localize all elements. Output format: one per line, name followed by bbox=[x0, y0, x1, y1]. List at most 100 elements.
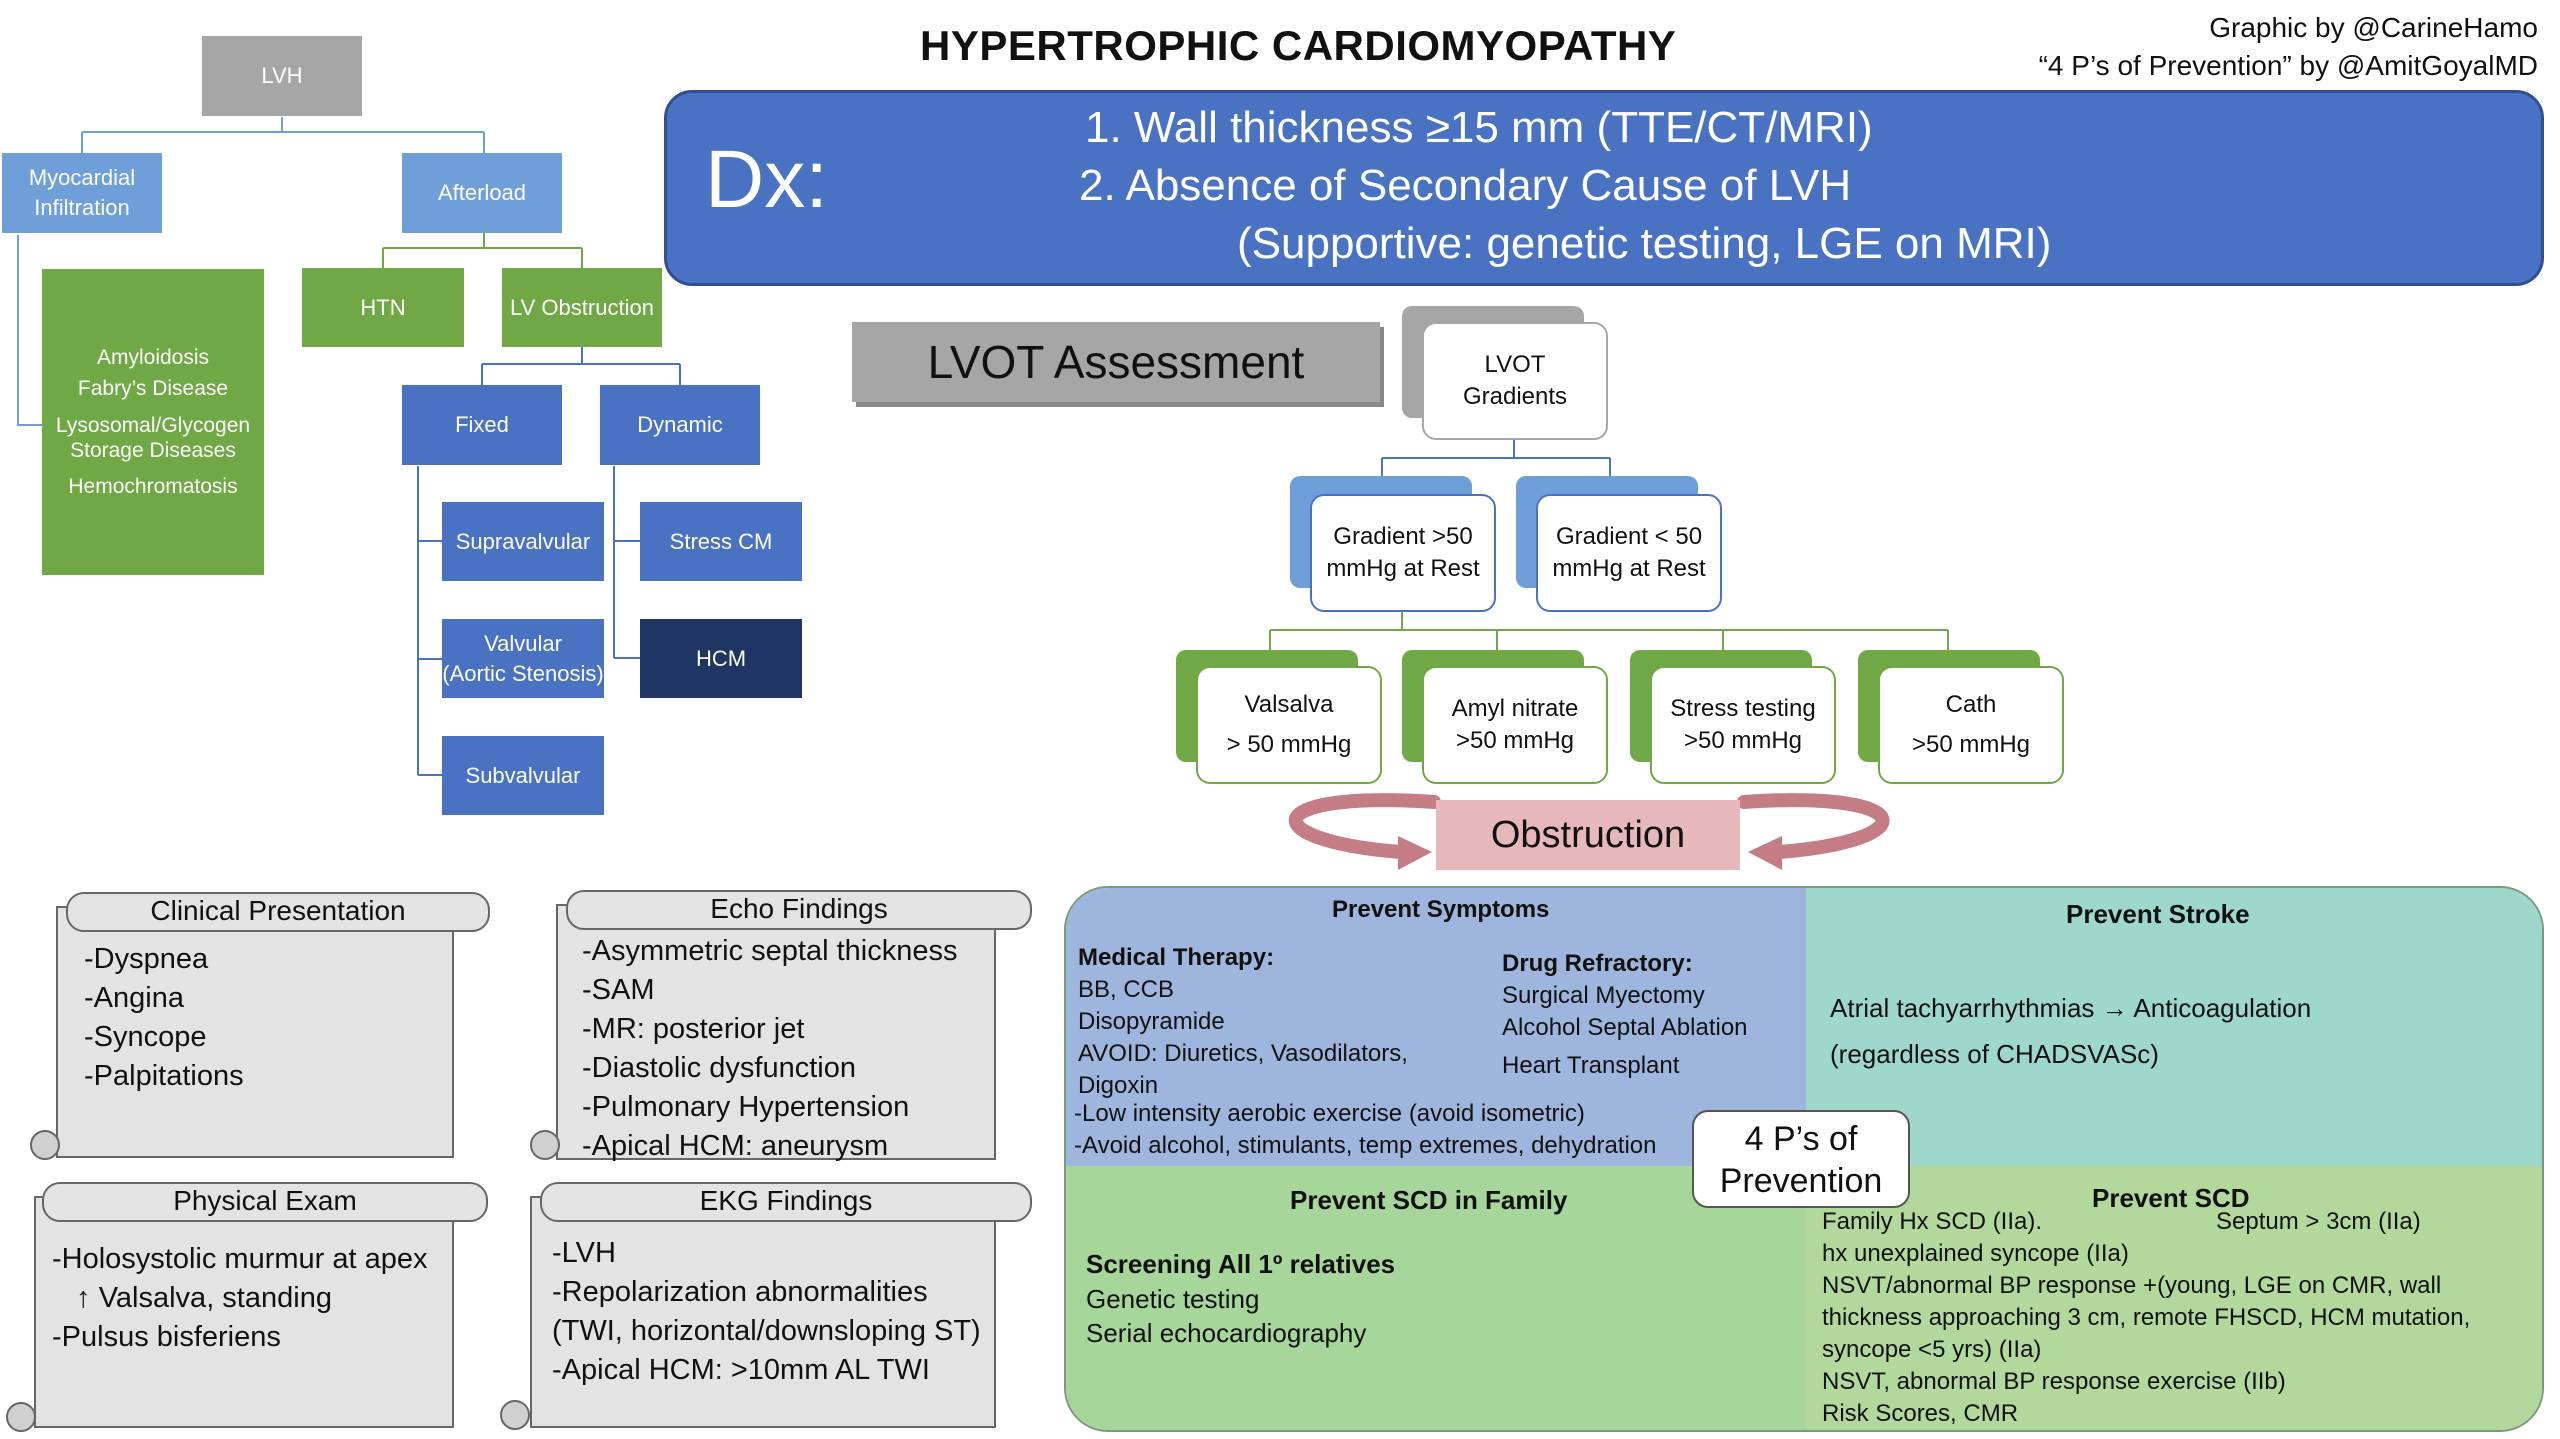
prevent-stroke-title: Prevent Stroke bbox=[2066, 899, 2250, 929]
gradient-low-line1: Gradient < 50 bbox=[1555, 522, 1703, 550]
subvalvular-node: Subvalvular bbox=[442, 736, 604, 815]
physical-scroll-body bbox=[34, 1196, 454, 1428]
list-item: -Diastolic dysfunction bbox=[582, 1052, 856, 1084]
hcm-node: HCM bbox=[640, 619, 802, 698]
prevent-scd-title: Prevent SCD bbox=[2092, 1183, 2250, 1213]
list-item: thickness approaching 3 cm, remote FHSCD… bbox=[1822, 1304, 2471, 1331]
list-item: Heart Transplant bbox=[1502, 1052, 1680, 1079]
list-item: Disopyramide bbox=[1078, 1008, 1225, 1035]
gradient-high-line2: mmHg at Rest bbox=[1326, 555, 1480, 582]
gradient-low-node: Gradient < 50 mmHg at Rest bbox=[1536, 494, 1722, 612]
list-item: Genetic testing bbox=[1086, 1284, 1260, 1314]
scroll-curl bbox=[500, 1400, 530, 1430]
list-item: -Asymmetric septal thickness bbox=[582, 935, 958, 967]
infiltration-item: Amyloidosis bbox=[96, 345, 210, 369]
ekg-list: -LVH -Repolarization abnormalities (TWI,… bbox=[552, 1234, 981, 1390]
dx-supportive: (Supportive: genetic testing, LGE on MRI… bbox=[1237, 219, 2052, 268]
list-item: -Pulsus bisferiens bbox=[52, 1321, 281, 1353]
list-item: -MR: posterior jet bbox=[582, 1013, 805, 1045]
list-item: -Pulmonary Hypertension bbox=[582, 1091, 910, 1123]
prevent-scd-family-quadrant bbox=[1066, 1166, 1806, 1430]
lvot-assessment-banner: LVOT Assessment bbox=[852, 322, 1380, 402]
cath-test-node: Cath >50 mmHg bbox=[1878, 666, 2064, 784]
physical-list: -Holosystolic murmur at apex ↑ Valsalva,… bbox=[52, 1240, 428, 1357]
scd-family-hx: Family Hx SCD (IIa). bbox=[1822, 1208, 2043, 1235]
infiltration-item: Lysosomal/Glycogen bbox=[55, 413, 251, 437]
infiltration-item: Storage Diseases bbox=[70, 438, 236, 462]
test-line2: >50 mmHg bbox=[1455, 727, 1575, 754]
list-item: -Low intensity aerobic exercise (avoid i… bbox=[1074, 1100, 1585, 1127]
lvot-gradients-node: LVOT Gradients bbox=[1422, 322, 1608, 440]
scroll-curl bbox=[530, 1130, 560, 1160]
prevent-scd-family-title: Prevent SCD in Family bbox=[1290, 1185, 1568, 1215]
lvot-gradients-line2: Gradients bbox=[1462, 383, 1568, 410]
test-line2: >50 mmHg bbox=[1683, 727, 1803, 754]
stroke-line1: Atrial tachyarrhythmias → Anticoagulatio… bbox=[1830, 993, 2312, 1023]
list-item: -Apical HCM: >10mm AL TWI bbox=[552, 1354, 930, 1386]
valvular-node: Valvular (Aortic Stenosis) bbox=[442, 619, 604, 698]
htn-node: HTN bbox=[302, 268, 464, 347]
echo-findings-title: Echo Findings bbox=[566, 890, 1032, 930]
test-line1: Amyl nitrate bbox=[1451, 694, 1579, 722]
myocardial-line1: Myocardial bbox=[28, 165, 136, 191]
gradient-high-line1: Gradient >50 bbox=[1333, 522, 1473, 550]
dynamic-node: Dynamic bbox=[600, 385, 760, 465]
lv-obstruction-node: LV Obstruction bbox=[502, 268, 662, 347]
stress-cm-node: Stress CM bbox=[640, 502, 802, 581]
fixed-node: Fixed bbox=[402, 385, 562, 465]
list-item: Serial echocardiography bbox=[1086, 1318, 1367, 1348]
afterload-node: Afterload bbox=[402, 153, 562, 233]
page-title: HYPERTROPHIC CARDIOMYOPATHY bbox=[920, 22, 1677, 69]
prevent-symptoms-title: Prevent Symptoms bbox=[1332, 896, 1550, 923]
prevent-symptoms-quadrant bbox=[1066, 888, 1806, 1166]
test-line2: > 50 mmHg bbox=[1226, 731, 1352, 758]
infiltration-list: Amyloidosis Fabry’s Disease Lysosomal/Gl… bbox=[42, 269, 264, 575]
clinical-list: -Dyspnea -Angina -Syncope -Palpitations bbox=[84, 940, 244, 1096]
scd-septum: Septum > 3cm (IIa) bbox=[2216, 1208, 2421, 1235]
test-line1: Stress testing bbox=[1670, 694, 1816, 722]
list-item: -Avoid alcohol, stimulants, temp extreme… bbox=[1074, 1132, 1657, 1159]
valvular-line2: (Aortic Stenosis) bbox=[442, 660, 604, 686]
prevent-scd-quadrant bbox=[1806, 1166, 2542, 1430]
list-item: hx unexplained syncope (IIa) bbox=[1822, 1240, 2129, 1267]
echo-scroll-body bbox=[556, 904, 996, 1160]
four-ps-center-label: 4 P’s of Prevention bbox=[1692, 1110, 1910, 1208]
list-item: Surgical Myectomy bbox=[1502, 982, 1705, 1009]
stroke-line2: (regardless of CHADSVASc) bbox=[1830, 1039, 2159, 1069]
four-ps-line1: 4 P’s of bbox=[1744, 1120, 1858, 1158]
list-item: -Holosystolic murmur at apex bbox=[52, 1243, 428, 1275]
echo-list: -Asymmetric septal thickness -SAM -MR: p… bbox=[582, 932, 958, 1166]
list-item: Alcohol Septal Ablation bbox=[1502, 1014, 1748, 1041]
lifestyle-list: -Low intensity aerobic exercise (avoid i… bbox=[1074, 1098, 1657, 1162]
drug-refractory-title: Drug Refractory: bbox=[1502, 950, 1693, 977]
family-list: Genetic testing Serial echocardiography bbox=[1086, 1282, 1366, 1350]
credit-prevention: “4 P’s of Prevention” by @AmitGoyalMD bbox=[2038, 50, 2538, 81]
list-item: -Dyspnea bbox=[84, 943, 209, 975]
list-item: -Angina bbox=[84, 982, 184, 1014]
test-line1: Valsalva bbox=[1244, 690, 1334, 718]
credit-graphic: Graphic by @CarineHamo bbox=[2209, 12, 2538, 43]
drug-refractory-list: Surgical Myectomy Alcohol Septal Ablatio… bbox=[1502, 980, 1748, 1082]
clinical-presentation-title: Clinical Presentation bbox=[66, 892, 490, 932]
myocardial-infiltration-node: Myocardial Infiltration bbox=[2, 153, 162, 233]
list-item: Risk Scores, CMR bbox=[1822, 1400, 2019, 1427]
list-item: (TWI, horizontal/downsloping ST) bbox=[552, 1315, 981, 1347]
valsalva-test-node: Valsalva > 50 mmHg bbox=[1196, 666, 1382, 784]
prevention-grid bbox=[1064, 886, 2544, 1432]
list-item: -LVH bbox=[552, 1237, 616, 1269]
lvot-gradients-line1: LVOT bbox=[1484, 350, 1546, 378]
stress-testing-node: Stress testing >50 mmHg bbox=[1650, 666, 1836, 784]
scd-list: hx unexplained syncope (IIa) NSVT/abnorm… bbox=[1822, 1238, 2470, 1430]
valvular-line1: Valvular bbox=[484, 630, 562, 656]
gradient-low-line2: mmHg at Rest bbox=[1552, 555, 1706, 582]
lvh-root-node: LVH bbox=[202, 36, 362, 116]
list-item: -Palpitations bbox=[84, 1060, 244, 1092]
dx-criterion-2: 2. Absence of Secondary Cause of LVH bbox=[1079, 161, 1852, 210]
gradient-high-node: Gradient >50 mmHg at Rest bbox=[1310, 494, 1496, 612]
list-item: Digoxin bbox=[1078, 1072, 1159, 1099]
obstruction-label: Obstruction bbox=[1436, 800, 1740, 870]
dx-label: Dx: bbox=[705, 134, 828, 225]
list-item: NSVT/abnormal BP response +(young, LGE o… bbox=[1822, 1272, 2442, 1299]
family-screening: Screening All 1º relatives bbox=[1086, 1249, 1396, 1279]
